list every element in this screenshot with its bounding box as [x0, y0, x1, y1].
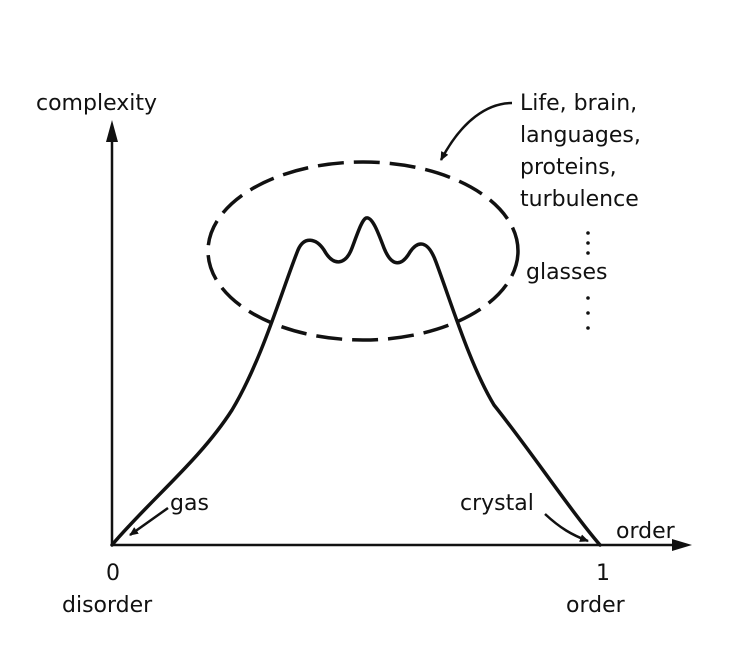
complex-region-line-3: proteins,	[520, 155, 617, 180]
order-caption: order	[566, 593, 626, 618]
gas-pointer	[129, 506, 169, 537]
glasses-label: glasses	[526, 260, 607, 285]
ellipsis-dots-upper	[586, 231, 590, 255]
crystal-pointer	[544, 513, 589, 543]
crystal-label: crystal	[460, 491, 534, 516]
disorder-caption: disorder	[62, 593, 153, 618]
y-axis-arrow-icon	[106, 120, 118, 142]
origin-tick-label: 0	[106, 561, 120, 586]
y-axis-label: complexity	[36, 91, 157, 116]
complexity-curve	[110, 216, 602, 547]
x-axis-arrow-icon	[672, 539, 692, 551]
complex-region-line-2: languages,	[520, 123, 641, 148]
ellipsis-dots-lower	[586, 296, 590, 330]
gas-label: gas	[170, 491, 209, 516]
complex-region-pointer	[439, 101, 513, 161]
complex-region-line-4: turbulence	[520, 187, 639, 212]
complex-region-line-1: Life, brain,	[520, 91, 637, 116]
x-axis-label: order	[616, 519, 676, 544]
end-tick-label: 1	[596, 561, 610, 586]
complex-region-ellipse	[206, 160, 520, 342]
